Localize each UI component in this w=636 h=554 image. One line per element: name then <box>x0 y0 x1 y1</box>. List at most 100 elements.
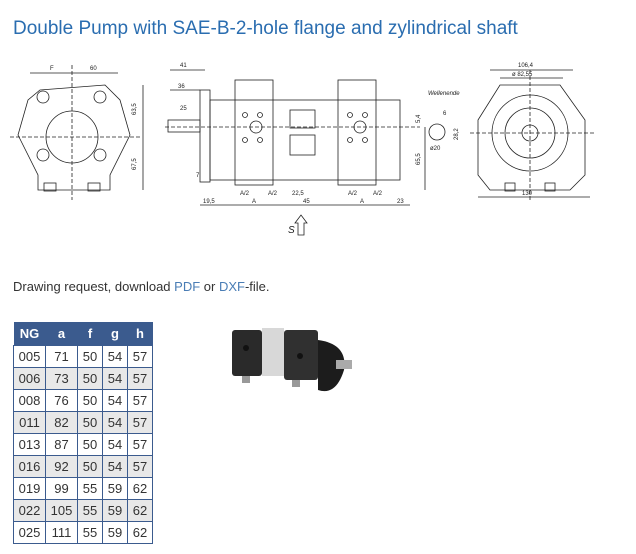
cell-f: 55 <box>77 521 103 544</box>
svg-text:106,4: 106,4 <box>518 63 534 69</box>
cell-f: 55 <box>77 499 103 522</box>
svg-text:28,2: 28,2 <box>454 128 460 140</box>
svg-text:22,5: 22,5 <box>292 191 304 197</box>
cell-g: 54 <box>102 345 128 368</box>
cell-g: 54 <box>102 389 128 412</box>
cell-a: 71 <box>45 345 78 368</box>
col-g: g <box>102 322 128 346</box>
svg-text:Wellenende: Wellenende <box>428 91 460 97</box>
svg-text:23: 23 <box>397 199 404 205</box>
svg-text:67,5: 67,5 <box>132 158 138 170</box>
cell-a: 99 <box>45 477 78 500</box>
svg-text:A/2: A/2 <box>240 191 250 197</box>
svg-text:6: 6 <box>443 111 447 117</box>
page-title: Double Pump with SAE-B-2-hole flange and… <box>13 18 518 39</box>
svg-text:36: 36 <box>178 84 185 90</box>
shaft-end-view: Wellenende 6 ø20 28,2 <box>428 91 460 152</box>
svg-text:41: 41 <box>180 63 187 69</box>
cell-ng: 011 <box>13 411 46 434</box>
cell-g: 59 <box>102 477 128 500</box>
cell-h: 57 <box>127 367 153 390</box>
svg-text:A: A <box>252 199 256 205</box>
svg-text:S: S <box>288 225 295 236</box>
svg-text:19,5: 19,5 <box>203 199 215 205</box>
cell-a: 111 <box>45 521 78 544</box>
technical-drawing: F 60 63,5 67,5 41 36 25 7 19,5 A A/2 A/2… <box>10 63 595 236</box>
cell-f: 50 <box>77 455 103 478</box>
cell-g: 54 <box>102 411 128 434</box>
svg-text:A/2: A/2 <box>373 191 383 197</box>
cell-ng: 019 <box>13 477 46 500</box>
cell-ng: 008 <box>13 389 46 412</box>
svg-text:25: 25 <box>180 106 187 112</box>
svg-text:60: 60 <box>90 66 97 72</box>
svg-text:F: F <box>50 66 54 72</box>
dxf-link[interactable]: DXF <box>218 279 245 294</box>
svg-text:130: 130 <box>522 191 533 197</box>
cell-g: 54 <box>102 455 128 478</box>
request-label: Drawing request, download <box>13 279 175 294</box>
svg-text:7: 7 <box>196 173 200 179</box>
pdf-link[interactable]: PDF <box>174 279 201 294</box>
cell-h: 57 <box>127 455 153 478</box>
cell-ng: 013 <box>13 433 46 456</box>
cell-g: 54 <box>102 433 128 456</box>
cell-h: 57 <box>127 433 153 456</box>
cell-a: 73 <box>45 367 78 390</box>
cell-f: 55 <box>77 477 103 500</box>
col-ng: NG <box>13 322 46 346</box>
front-view: F 60 63,5 67,5 <box>10 65 144 200</box>
cell-h: 62 <box>127 499 153 522</box>
cell-a: 82 <box>45 411 78 434</box>
cell-ng: 006 <box>13 367 46 390</box>
cell-g: 54 <box>102 367 128 390</box>
col-a: a <box>45 322 78 346</box>
file-suffix: -file. <box>244 279 270 294</box>
cell-f: 50 <box>77 367 103 390</box>
cell-f: 50 <box>77 411 103 434</box>
svg-text:A/2: A/2 <box>348 191 358 197</box>
cell-ng: 022 <box>13 499 46 522</box>
cell-ng: 005 <box>13 345 46 368</box>
table-header-row: NG a f g h <box>13 322 153 346</box>
cell-g: 59 <box>102 521 128 544</box>
svg-text:A/2: A/2 <box>268 191 278 197</box>
pump-photo <box>232 328 352 392</box>
svg-text:63,5: 63,5 <box>132 103 138 115</box>
svg-text:5,4: 5,4 <box>416 114 422 123</box>
svg-text:45: 45 <box>303 199 310 205</box>
cell-ng: 016 <box>13 455 46 478</box>
cell-a: 92 <box>45 455 78 478</box>
cell-f: 50 <box>77 389 103 412</box>
or-text: or <box>200 279 219 294</box>
cell-a: 105 <box>45 499 78 522</box>
cell-f: 50 <box>77 433 103 456</box>
cell-g: 59 <box>102 499 128 522</box>
rear-view: 106,4 ø 82,55 130 <box>470 63 595 200</box>
svg-text:A: A <box>360 199 364 205</box>
cell-h: 57 <box>127 345 153 368</box>
side-view: 41 36 25 7 19,5 A A/2 A/2 22,5 45 A/2 A/… <box>165 63 426 236</box>
drawing-request-text: Drawing request, download PDF or DXF-fil… <box>13 279 270 294</box>
cell-h: 62 <box>127 477 153 500</box>
cell-h: 57 <box>127 389 153 412</box>
cell-h: 57 <box>127 411 153 434</box>
cell-ng: 025 <box>13 521 46 544</box>
svg-text:ø 82,55: ø 82,55 <box>512 72 533 78</box>
svg-text:ø20: ø20 <box>430 146 441 152</box>
col-f: f <box>77 322 103 346</box>
cell-h: 62 <box>127 521 153 544</box>
svg-text:65,5: 65,5 <box>416 153 422 165</box>
cell-a: 87 <box>45 433 78 456</box>
cell-a: 76 <box>45 389 78 412</box>
